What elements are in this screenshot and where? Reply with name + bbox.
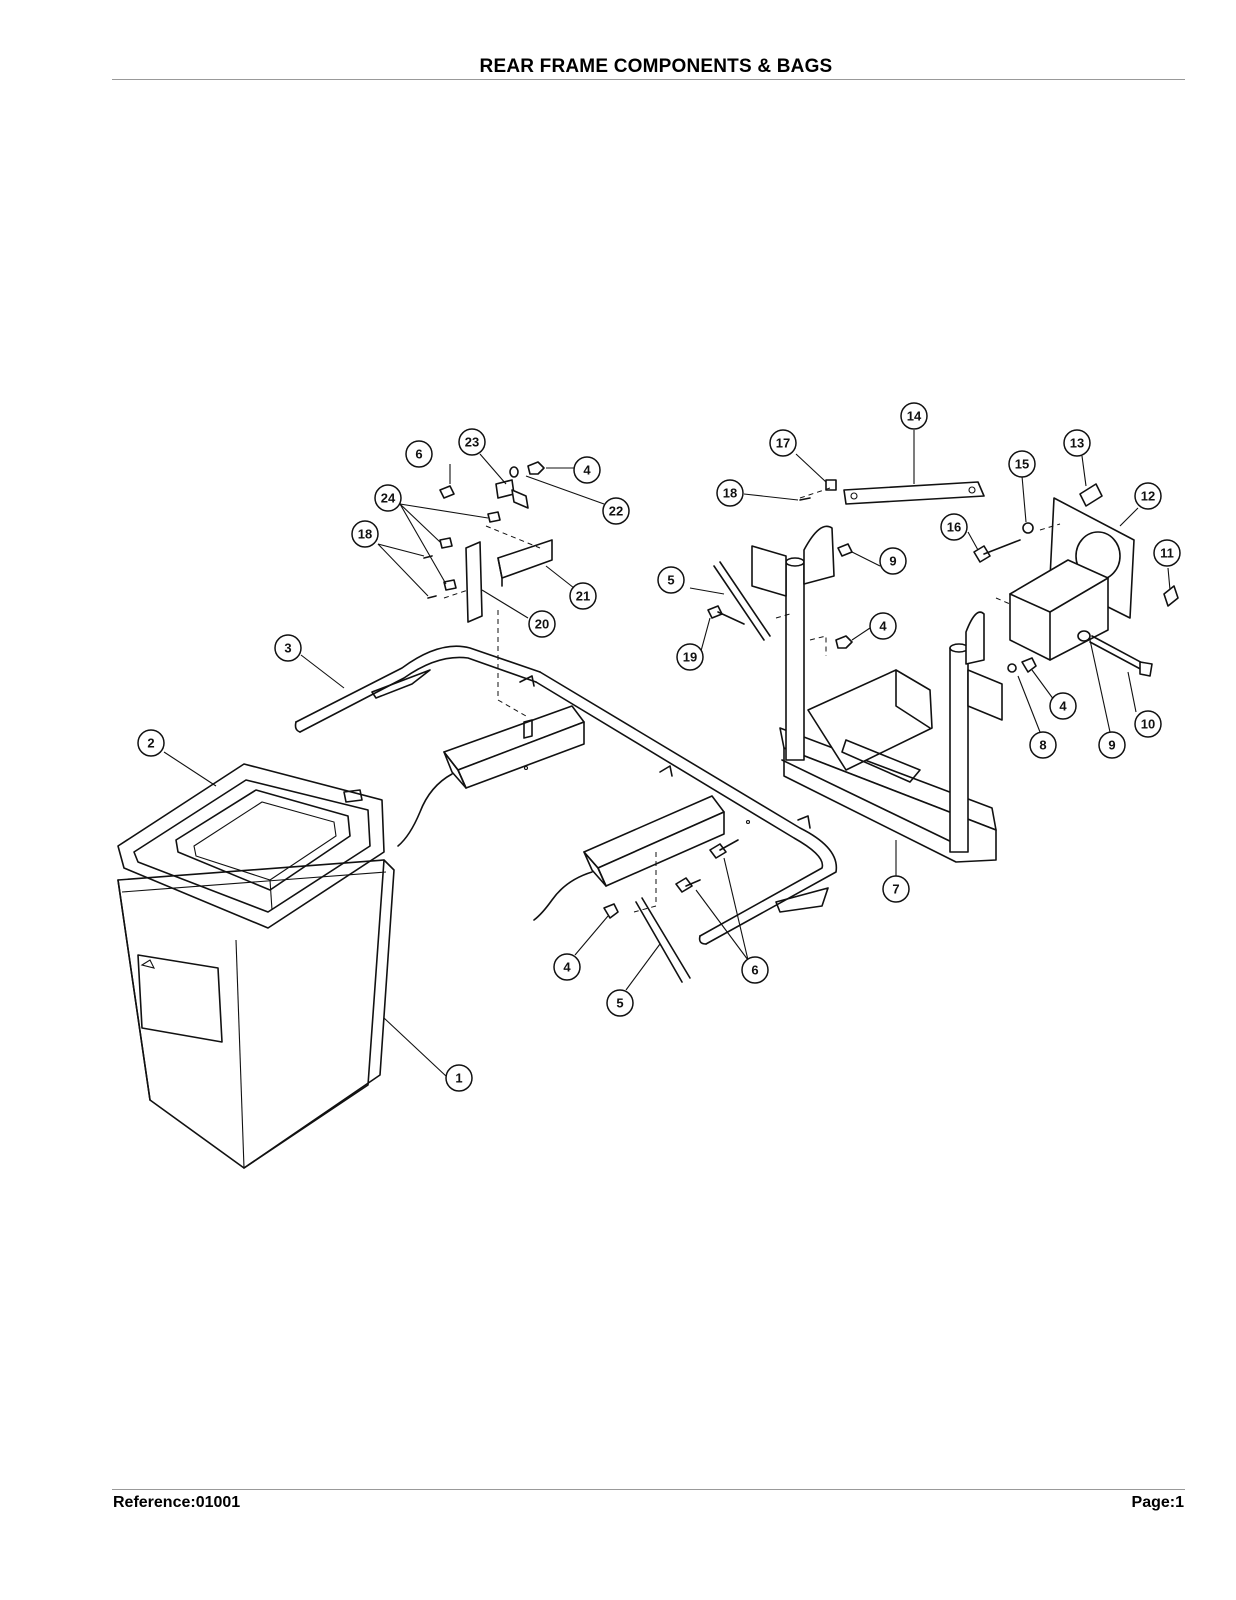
part-fasteners — [423, 461, 1153, 919]
leader-lines — [163, 430, 1171, 1078]
callout-6: 6 — [741, 956, 769, 984]
svg-text:1: 1 — [455, 1071, 462, 1086]
part-rear-frame — [294, 645, 838, 945]
svg-text:4: 4 — [583, 463, 591, 478]
svg-text:19: 19 — [683, 650, 697, 665]
part-bag-frame — [117, 763, 385, 929]
callout-15: 15 — [1008, 450, 1036, 478]
svg-text:11: 11 — [1160, 546, 1174, 561]
callout-5: 5 — [657, 566, 685, 594]
svg-text:21: 21 — [576, 589, 590, 604]
callout-8: 8 — [1029, 731, 1057, 759]
footer-reference: Reference:01001 — [113, 1494, 241, 1511]
callout-4: 4 — [553, 953, 581, 981]
callout-20: 20 — [528, 610, 556, 638]
callout-22: 22 — [602, 497, 630, 525]
svg-text:12: 12 — [1141, 489, 1155, 504]
svg-text:6: 6 — [751, 963, 758, 978]
svg-text:4: 4 — [1059, 699, 1067, 714]
callout-13: 13 — [1063, 429, 1091, 457]
svg-text:5: 5 — [667, 573, 674, 588]
callout-3: 3 — [274, 634, 302, 662]
svg-text:7: 7 — [892, 882, 899, 897]
svg-text:18: 18 — [723, 486, 737, 501]
part-rods — [635, 561, 771, 983]
callout-16: 16 — [940, 513, 968, 541]
page-title: REAR FRAME COMPONENTS & BAGS — [479, 56, 833, 77]
part-small-brackets — [465, 479, 553, 623]
svg-text:9: 9 — [889, 554, 896, 569]
callout-4: 4 — [869, 612, 897, 640]
header-rule — [112, 79, 1185, 80]
footer-rule — [112, 1489, 1185, 1490]
callout-1: 1 — [445, 1064, 473, 1092]
svg-text:10: 10 — [1141, 717, 1155, 732]
svg-text:14: 14 — [907, 409, 922, 424]
svg-text:3: 3 — [284, 641, 291, 656]
callout-19: 19 — [676, 643, 704, 671]
alignment-lines — [443, 487, 1061, 913]
callout-7: 7 — [882, 875, 910, 903]
callout-9: 9 — [1098, 731, 1126, 759]
callout-12: 12 — [1134, 482, 1162, 510]
svg-text:15: 15 — [1015, 457, 1029, 472]
svg-text:4: 4 — [563, 960, 571, 975]
svg-text:6: 6 — [415, 447, 422, 462]
svg-text:2: 2 — [147, 736, 154, 751]
part-bag — [117, 859, 395, 1169]
callout-9: 9 — [879, 547, 907, 575]
callout-24: 24 — [374, 484, 402, 512]
svg-text:24: 24 — [381, 491, 396, 506]
svg-text:23: 23 — [465, 435, 479, 450]
callout-5: 5 — [606, 989, 634, 1017]
svg-text:18: 18 — [358, 527, 372, 542]
svg-text:9: 9 — [1108, 738, 1115, 753]
part-mount-plate — [1009, 483, 1179, 661]
callout-2: 2 — [137, 729, 165, 757]
part-link-bar — [825, 479, 985, 505]
svg-text:4: 4 — [879, 619, 887, 634]
callout-21: 21 — [569, 582, 597, 610]
callout-14: 14 — [900, 402, 928, 430]
callout-6: 6 — [405, 440, 433, 468]
callout-4: 4 — [573, 456, 601, 484]
footer-page-number: Page:1 — [1131, 1494, 1184, 1511]
svg-text:17: 17 — [776, 436, 790, 451]
svg-text:20: 20 — [535, 617, 549, 632]
callout-11: 11 — [1153, 539, 1181, 567]
callout-10: 10 — [1134, 710, 1162, 738]
svg-text:16: 16 — [947, 520, 961, 535]
callout-17: 17 — [769, 429, 797, 457]
svg-text:8: 8 — [1039, 738, 1046, 753]
svg-text:13: 13 — [1070, 436, 1084, 451]
callout-18: 18 — [716, 479, 744, 507]
callout-4: 4 — [1049, 692, 1077, 720]
svg-text:5: 5 — [616, 996, 623, 1011]
callout-23: 23 — [458, 428, 486, 456]
part-hitch-frame — [751, 525, 1003, 863]
callout-18: 18 — [351, 520, 379, 548]
svg-text:22: 22 — [609, 504, 623, 519]
